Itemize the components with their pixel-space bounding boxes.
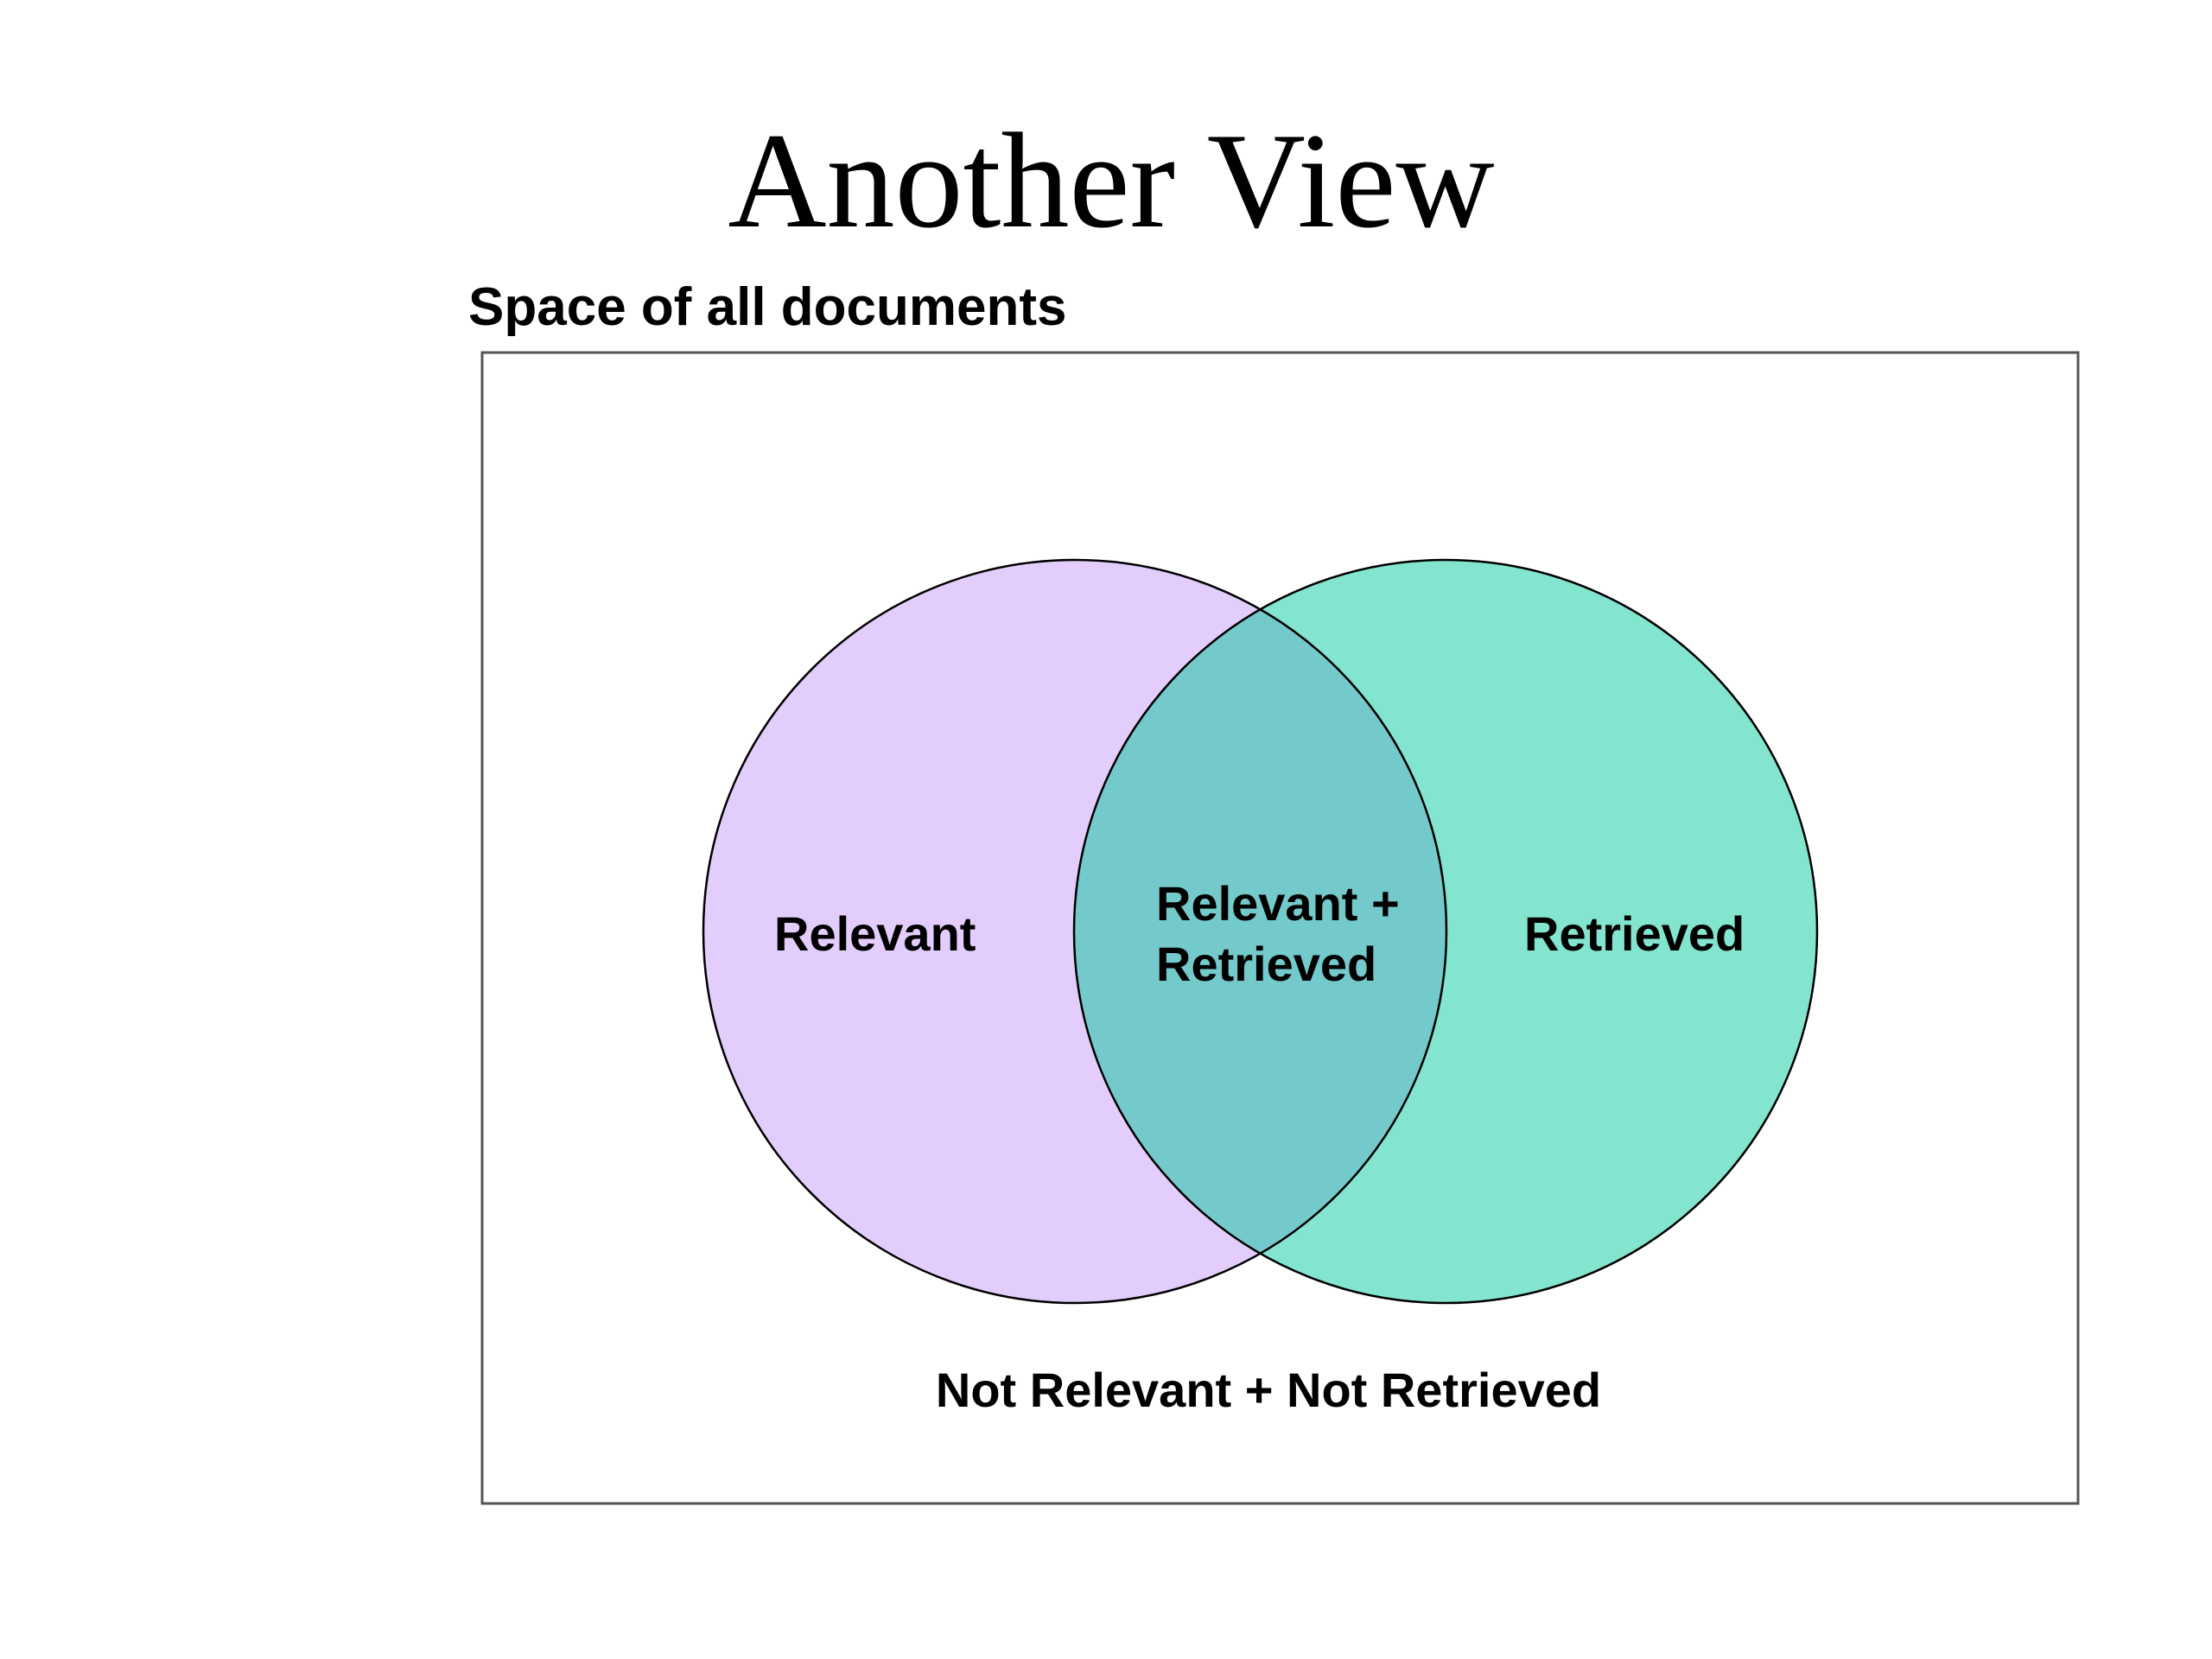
relevant-outline [702, 558, 1448, 1305]
relevant-label: Relevant [774, 906, 976, 961]
retrieved-outline [1072, 558, 1819, 1305]
intersection-label: Relevant + Retrieved [1156, 876, 1413, 991]
retrieved-label: Retrieved [1524, 906, 1745, 961]
page-title: Another View [728, 105, 1494, 257]
intersection-label-line1: Relevant + [1156, 876, 1400, 931]
space-label: Space of all documents [468, 277, 1067, 337]
outside-label: Not Relevant + Not Retrieved [936, 1363, 1601, 1417]
intersection-label-line2: Retrieved [1156, 937, 1376, 991]
